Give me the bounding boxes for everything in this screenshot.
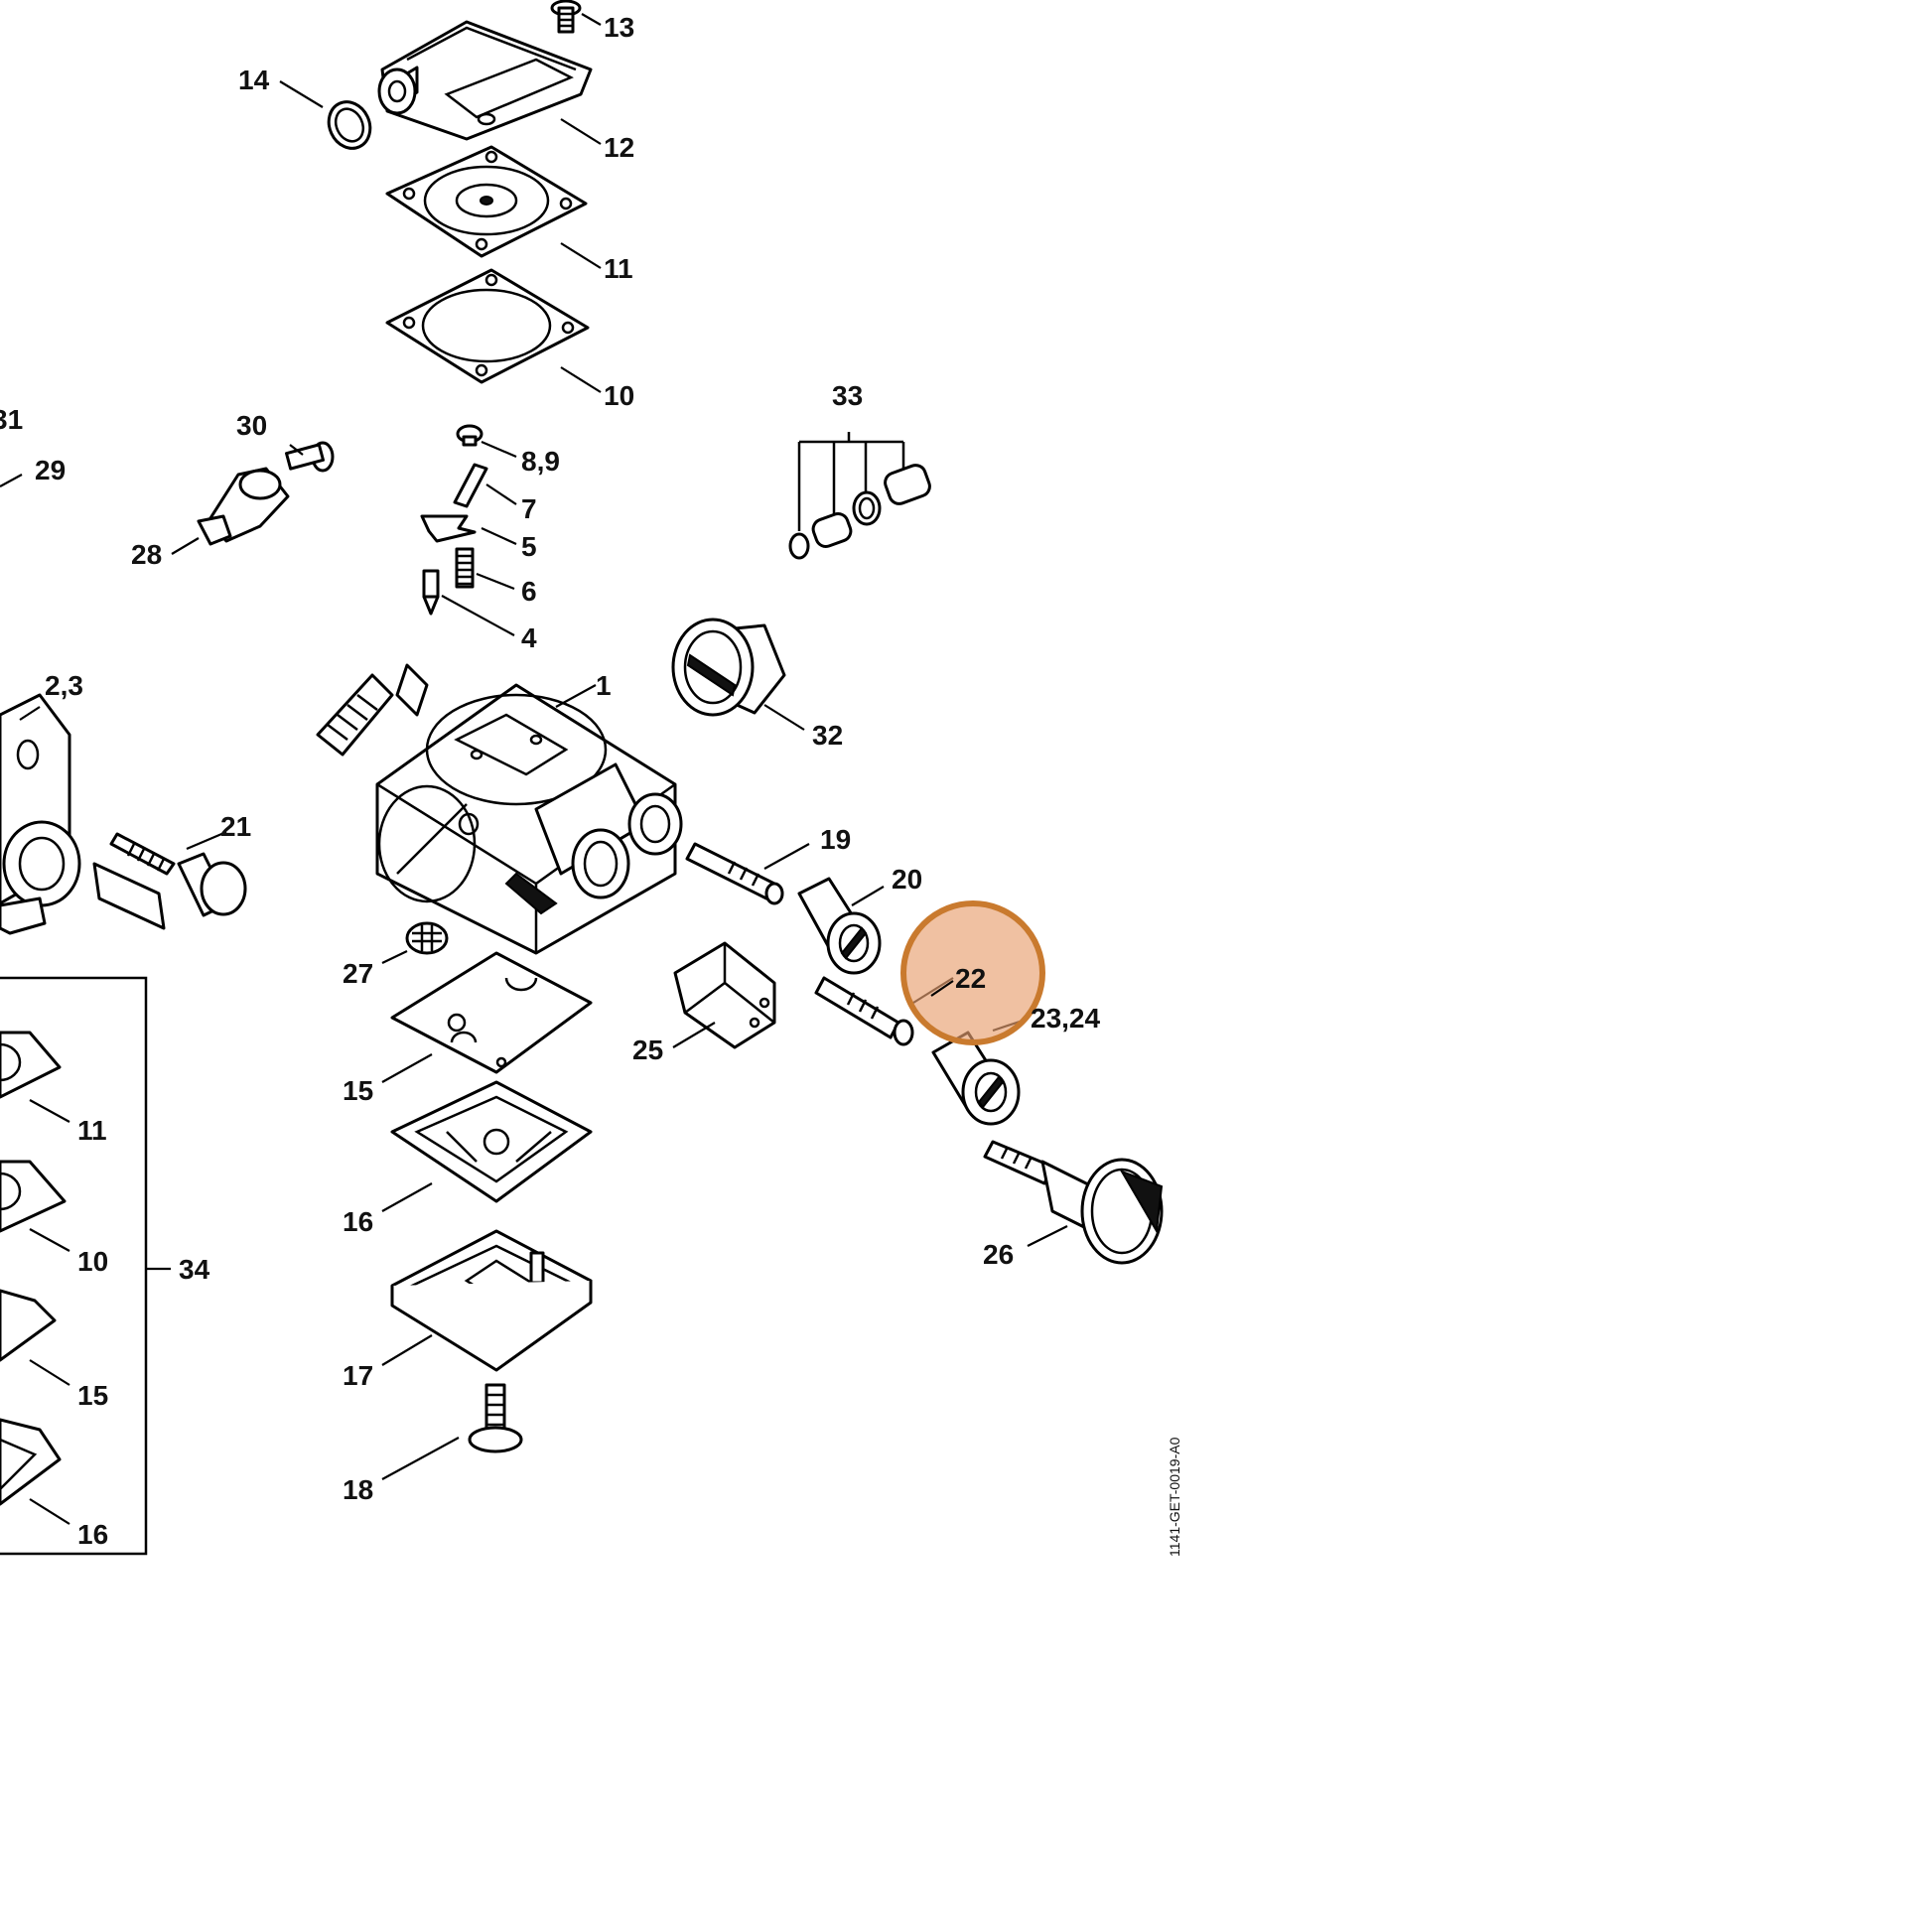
o-ring-14[interactable]	[322, 95, 378, 155]
screw-30[interactable]	[285, 441, 335, 473]
gasket-10[interactable]	[385, 268, 590, 384]
choke-lever-28[interactable]	[197, 467, 290, 546]
label-18[interactable]: 18	[343, 1474, 373, 1505]
label-box-16[interactable]: 16	[77, 1519, 108, 1550]
screw-8-9[interactable]	[456, 424, 483, 447]
cover-12[interactable]	[377, 20, 593, 141]
label-22[interactable]: 22	[955, 963, 986, 994]
label-33[interactable]: 33	[832, 380, 863, 411]
highlight-marker[interactable]	[900, 900, 1045, 1045]
kit-33[interactable]	[788, 432, 932, 560]
diaphragm-11[interactable]	[385, 145, 588, 258]
label-17[interactable]: 17	[343, 1360, 373, 1391]
label-19[interactable]: 19	[820, 824, 851, 855]
label-2-3[interactable]: 2,3	[45, 670, 83, 701]
label-box-34[interactable]: 34	[179, 1254, 210, 1285]
idle-screw-26[interactable]	[983, 1140, 1164, 1265]
label-12[interactable]: 12	[604, 132, 634, 163]
shaft-7[interactable]	[453, 463, 488, 508]
label-4[interactable]: 4	[521, 622, 537, 653]
needle-valve-4[interactable]	[422, 569, 440, 616]
lever-5[interactable]	[420, 514, 477, 543]
label-31[interactable]: 31	[0, 404, 23, 435]
label-27[interactable]: 27	[343, 958, 373, 989]
label-box-11[interactable]: 11	[77, 1115, 107, 1146]
carburetor-body-1[interactable]	[316, 663, 683, 955]
limiter-cap-23-24[interactable]	[931, 1031, 1021, 1126]
gasket-16[interactable]	[390, 1080, 593, 1203]
label-26[interactable]: 26	[983, 1239, 1014, 1270]
carburetor-body-2-3[interactable]	[0, 693, 166, 935]
label-15[interactable]: 15	[343, 1075, 373, 1106]
label-30[interactable]: 30	[236, 410, 267, 441]
label-box-15[interactable]: 15	[77, 1380, 108, 1411]
label-21[interactable]: 21	[220, 811, 251, 842]
cover-25[interactable]	[673, 941, 776, 1049]
pump-cover-17[interactable]	[390, 1229, 593, 1372]
adjusting-screw-21[interactable]	[109, 832, 247, 917]
gasket-15[interactable]	[390, 951, 593, 1074]
label-29[interactable]: 29	[35, 455, 66, 485]
kit-34-box[interactable]	[0, 976, 148, 1556]
label-1[interactable]: 1	[596, 670, 612, 701]
screw-18[interactable]	[468, 1383, 523, 1453]
part-labels: 13 14 12 11 10 31 29 30 28 8,9 7 5 6 4 3…	[0, 12, 1100, 1550]
leader-lines	[0, 13, 1068, 1525]
label-box-10[interactable]: 10	[77, 1246, 108, 1277]
screw-13[interactable]	[550, 0, 582, 34]
adjusting-screw-23-24[interactable]	[814, 976, 914, 1046]
label-32[interactable]: 32	[812, 720, 843, 751]
label-6[interactable]: 6	[521, 576, 537, 607]
label-7[interactable]: 7	[521, 493, 537, 524]
label-10[interactable]: 10	[604, 380, 634, 411]
label-5[interactable]: 5	[521, 531, 537, 562]
label-8-9[interactable]: 8,9	[521, 446, 560, 477]
label-25[interactable]: 25	[632, 1035, 663, 1065]
adjusting-screw-19[interactable]	[685, 842, 784, 905]
label-11[interactable]: 11	[604, 253, 633, 284]
label-16[interactable]: 16	[343, 1206, 373, 1237]
label-20[interactable]: 20	[892, 864, 922, 895]
air-filter-32[interactable]	[671, 618, 786, 717]
label-28[interactable]: 28	[131, 539, 162, 570]
spring-6[interactable]	[455, 547, 475, 589]
label-23-24[interactable]: 23,24	[1031, 1003, 1100, 1034]
label-13[interactable]: 13	[604, 12, 634, 43]
leader-22	[930, 980, 954, 997]
drawing-code: 1141-GET-0019-A0	[1167, 1437, 1182, 1557]
filter-screen-27[interactable]	[405, 921, 449, 955]
limiter-cap-20[interactable]	[797, 877, 882, 975]
label-14[interactable]: 14	[238, 65, 270, 95]
